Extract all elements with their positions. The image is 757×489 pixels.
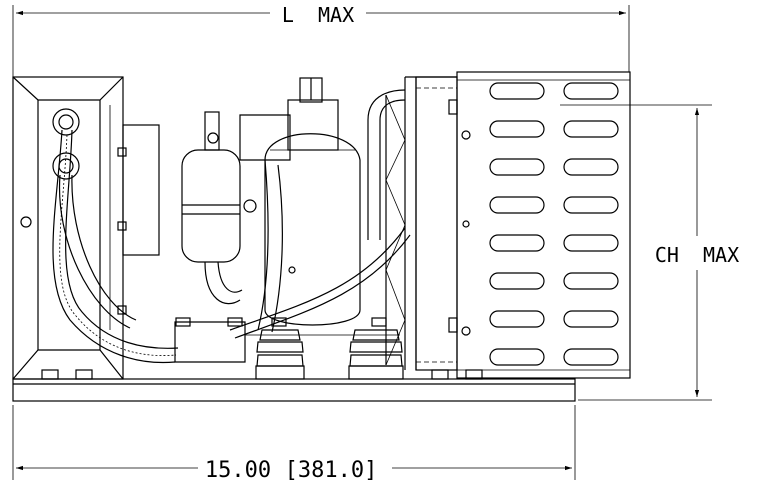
- grille-slot: [563, 82, 619, 100]
- grille-slot: [563, 120, 619, 138]
- grille-slot: [563, 234, 619, 252]
- grille-slots: [489, 82, 619, 366]
- length-dimension: L MAX: [12, 3, 630, 80]
- height-dimension-label: CH MAX: [655, 243, 739, 267]
- grille-slot: [489, 310, 545, 328]
- refrigerant-line: [229, 159, 411, 339]
- compressor: [239, 77, 361, 326]
- height-dimension: CH MAX: [560, 104, 739, 401]
- grille-slot: [489, 120, 545, 138]
- base-width-mm: [381.0]: [285, 458, 378, 483]
- grille-slot: [489, 82, 545, 100]
- compressor-mounts: [174, 317, 404, 380]
- grille-slot: [489, 158, 545, 176]
- grille-slot: [489, 196, 545, 214]
- grille-slot: [489, 272, 545, 290]
- mount-right: [348, 317, 404, 380]
- conduit: [52, 129, 179, 364]
- base-width-dimension: 15.00 [381.0]: [12, 405, 576, 483]
- mount-left: [255, 317, 305, 380]
- grille-slot: [563, 272, 619, 290]
- base-width-inches: 15.00: [205, 458, 271, 483]
- length-dimension-label: L MAX: [282, 3, 354, 27]
- fan-shroud: [367, 76, 471, 371]
- accumulator: [181, 111, 257, 305]
- grille-slot: [563, 196, 619, 214]
- electrical-box: [12, 76, 160, 380]
- condenser-grille: [456, 71, 631, 379]
- base-plate: [12, 369, 576, 402]
- grille-slot: [563, 158, 619, 176]
- grille-slot: [489, 348, 545, 366]
- grille-slot: [563, 348, 619, 366]
- grille-slot: [563, 310, 619, 328]
- grille-slot: [489, 234, 545, 252]
